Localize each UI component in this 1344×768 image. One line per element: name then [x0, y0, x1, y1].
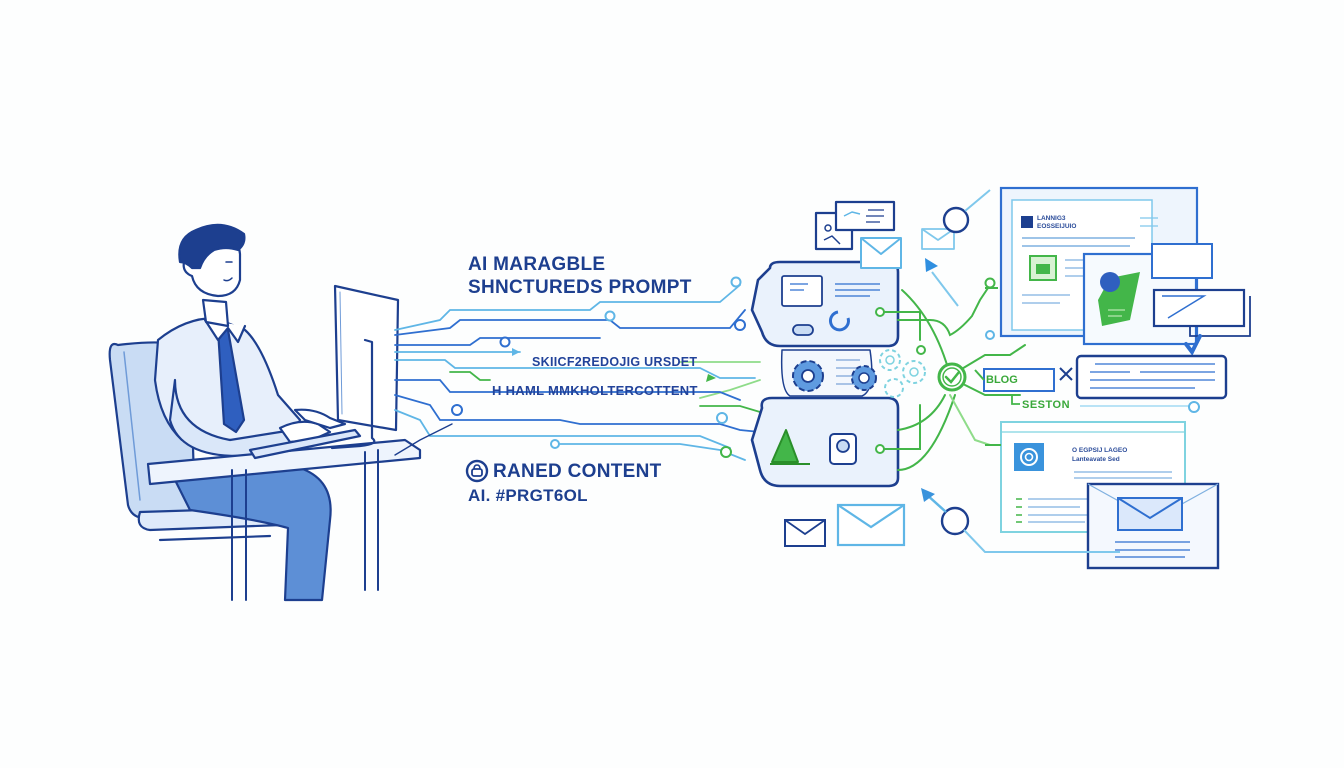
social-card: [985, 421, 1220, 570]
document-card-heading-1: LANNIG3: [1037, 215, 1066, 222]
keyboard-icon: [248, 428, 362, 460]
content-title: RANED CONTENT: [493, 461, 662, 482]
gear-icon: [851, 365, 877, 391]
node-circle-icon: [550, 439, 560, 449]
node-circle-icon: [875, 444, 885, 454]
gear-icon: [879, 349, 901, 371]
prompt-title-line-2: SHNCTUREDS PROMPT: [468, 277, 692, 298]
node-circle-icon: [604, 310, 616, 322]
social-card-heading-2: Lanteavate Sed: [1072, 456, 1120, 463]
blog-text-card: [1075, 354, 1228, 400]
node-circle-icon: [985, 330, 995, 340]
blog-row: [974, 354, 1228, 413]
monitor-icon: [333, 284, 400, 432]
node-circle-icon: [1188, 401, 1200, 413]
ai-engine-icon: [750, 260, 900, 488]
node-circle-icon: [942, 206, 970, 234]
flow-node-circles: [451, 276, 746, 458]
document-card-heading-2: EOSSEIJUIO: [1037, 223, 1077, 230]
flow-label-1: SKIICF2REDOJIG URSDET: [532, 355, 698, 369]
node-circle-icon: [734, 319, 746, 331]
floating-cards-top: [814, 189, 991, 307]
arrow-icon: [921, 488, 935, 502]
social-app-icon: [1014, 443, 1044, 471]
gear-icons: [792, 349, 926, 398]
node-circle-icon: [451, 404, 463, 416]
prompt-title-line-1: AI MARAGBLE: [468, 254, 606, 275]
check-circle-icon: [937, 362, 967, 392]
node-circle-icon: [984, 277, 996, 289]
blog-tag: BLOG: [986, 374, 1018, 386]
node-circle-icon: [940, 506, 970, 536]
flow-arrows: [512, 348, 716, 382]
gear-icon: [884, 378, 904, 398]
node-circle-icon: [716, 412, 728, 424]
node-circle-icon: [916, 345, 926, 355]
bottom-envelopes: [784, 488, 1120, 553]
node-circle-icon: [730, 276, 742, 288]
flow-label-2: H HAML MMKHOLTERCOTTENT: [492, 383, 698, 398]
prompt-flow-lines: [394, 284, 761, 461]
arrow-icon: [512, 348, 520, 356]
arrow-icon: [925, 258, 938, 272]
envelope-icon: [1151, 243, 1213, 279]
system-tag: SESTON: [1022, 399, 1071, 411]
gear-icon: [902, 360, 926, 384]
output-node-circles: [875, 277, 996, 454]
content-subtitle: AI. #PRGT6OL: [468, 486, 588, 505]
check-icon: [1184, 334, 1202, 356]
node-circle-icon: [499, 336, 511, 348]
node-circle-icon: [875, 307, 885, 317]
node-circle-icon: [720, 446, 732, 458]
image-card: [1082, 243, 1251, 356]
gear-icon: [792, 360, 824, 392]
arrow-icon: [706, 374, 716, 382]
social-card-heading-1: O EGPSIJ LAGEO: [1072, 447, 1128, 454]
person-at-computer-illustration: [108, 223, 422, 602]
content-lock-icon: [465, 459, 489, 483]
